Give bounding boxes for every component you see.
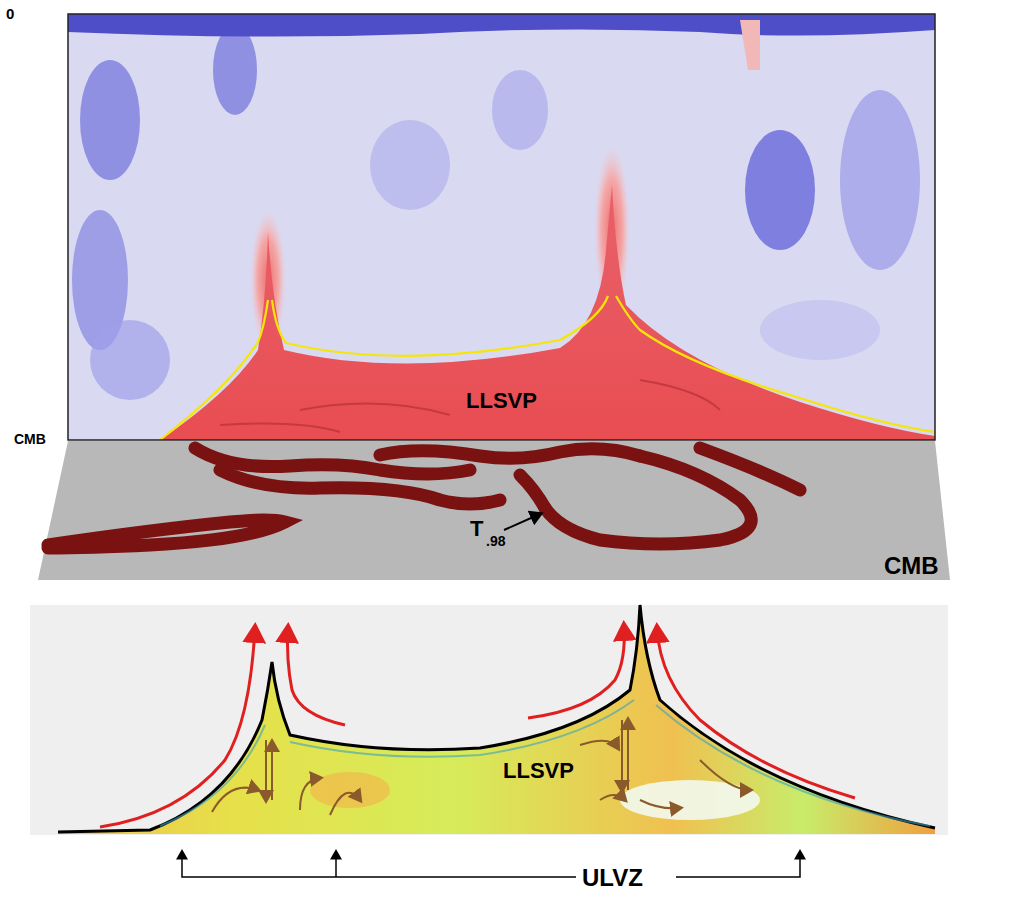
temperature-subscript: .98 — [486, 534, 505, 548]
ulvz-label: ULVZ — [582, 866, 643, 890]
cmb-label: CMB — [14, 432, 46, 446]
llsvp-label: LLSVP — [503, 760, 574, 782]
temperature-symbol: T — [470, 518, 483, 540]
depth-zero: 0 — [6, 6, 14, 21]
cmb-label: CMB — [884, 554, 939, 578]
llsvp-label: LLSVP — [466, 390, 537, 412]
